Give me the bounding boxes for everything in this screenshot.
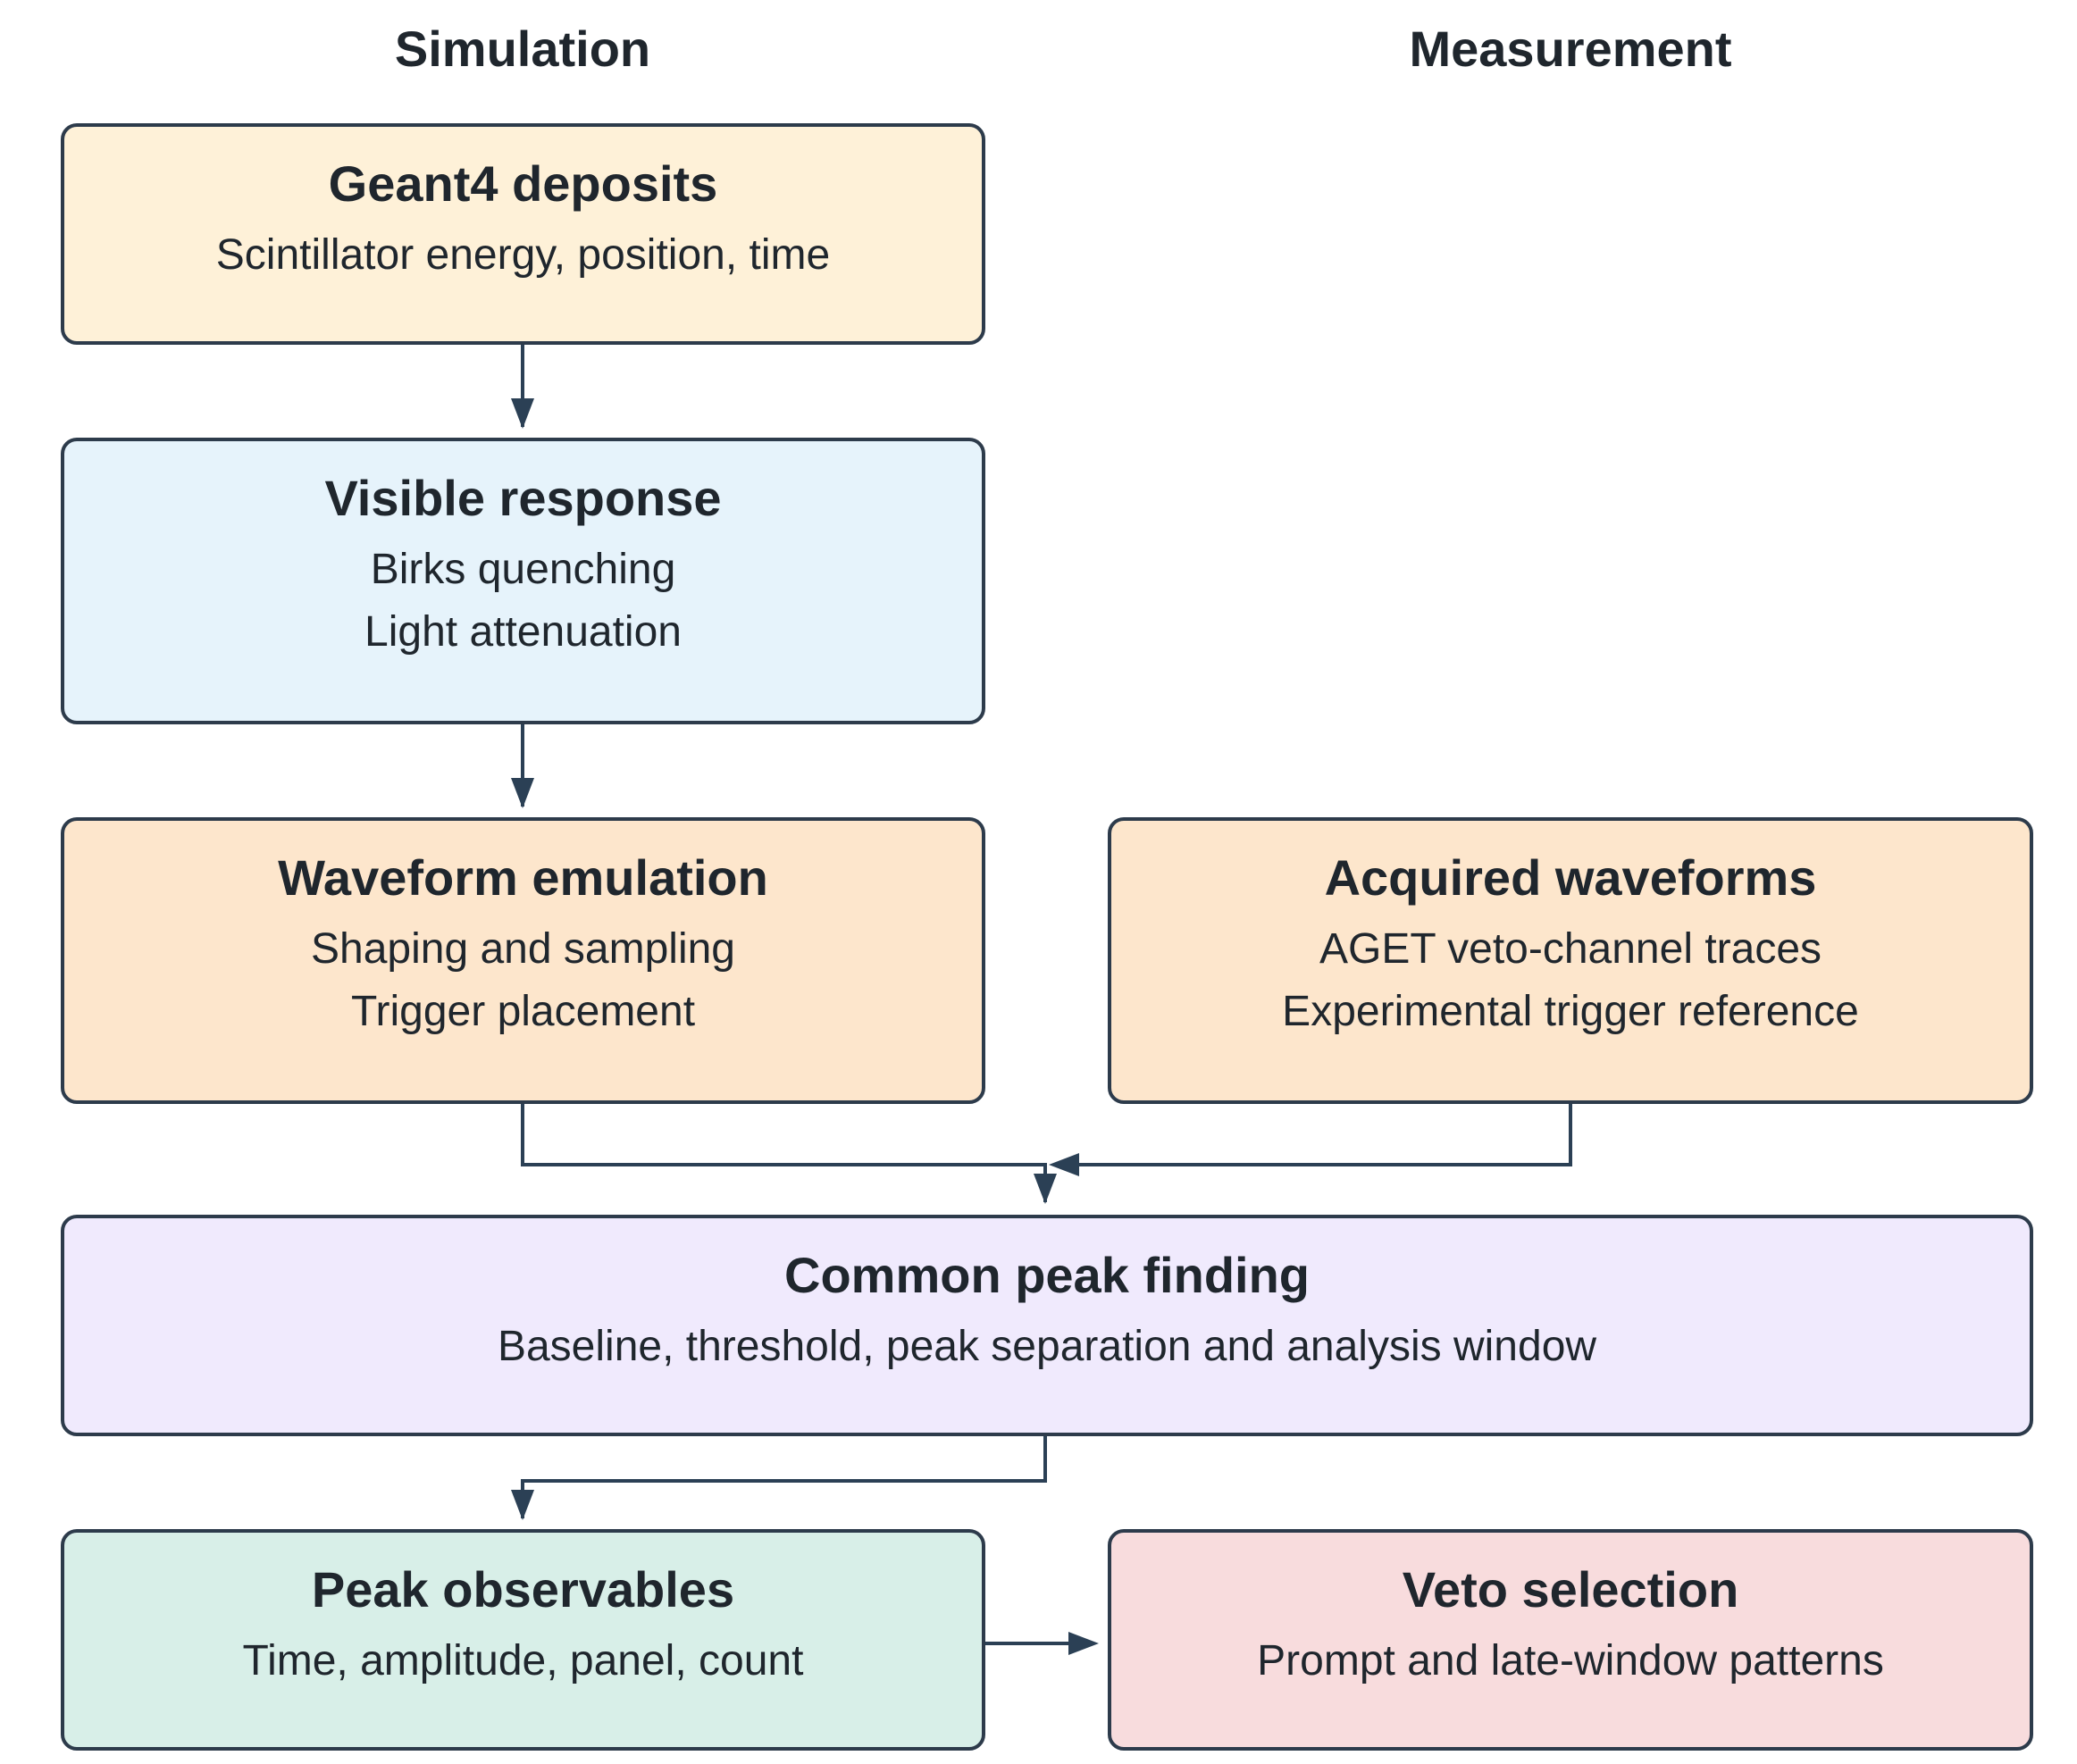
node-geant4-deposits: Geant4 deposits Scintillator energy, pos… bbox=[61, 123, 985, 345]
node-line: Baseline, threshold, peak separation and… bbox=[497, 1323, 1597, 1370]
node-line: Shaping and sampling bbox=[310, 925, 735, 973]
node-title: Acquired waveforms bbox=[1324, 849, 1817, 906]
node-line: Scintillator energy, position, time bbox=[215, 231, 831, 279]
arrowhead-geant4-to-visible bbox=[511, 398, 534, 429]
node-line: Prompt and late-window patterns bbox=[1257, 1637, 1884, 1685]
arrowhead-emulation-to-peakfinding bbox=[1034, 1174, 1057, 1204]
node-waveform-emulation: Waveform emulation Shaping and sampling … bbox=[61, 817, 985, 1104]
edge-emulation-to-peakfinding bbox=[521, 1104, 1047, 1202]
node-title: Veto selection bbox=[1402, 1561, 1739, 1618]
node-title: Waveform emulation bbox=[278, 849, 768, 906]
arrowhead-acquired-to-peakfinding bbox=[1049, 1153, 1079, 1176]
arrowhead-visible-to-emulation bbox=[511, 778, 534, 808]
node-line: AGET veto-channel traces bbox=[1319, 925, 1822, 973]
node-title: Peak observables bbox=[311, 1561, 735, 1618]
node-visible-response: Visible response Birks quenching Light a… bbox=[61, 438, 985, 724]
edge-acquired-to-peakfinding bbox=[1068, 1104, 1572, 1166]
node-line: Time, amplitude, panel, count bbox=[242, 1637, 804, 1685]
node-peak-observables: Peak observables Time, amplitude, panel,… bbox=[61, 1529, 985, 1751]
arrowhead-peakfinding-to-observables bbox=[511, 1490, 534, 1520]
column-header-measurement: Measurement bbox=[1409, 21, 1732, 77]
node-title: Visible response bbox=[324, 470, 722, 526]
node-line: Experimental trigger reference bbox=[1282, 988, 1859, 1035]
node-veto-selection: Veto selection Prompt and late-window pa… bbox=[1108, 1529, 2033, 1751]
arrowhead-observables-to-veto bbox=[1068, 1632, 1099, 1655]
node-line: Birks quenching bbox=[370, 546, 676, 593]
node-acquired-waveforms: Acquired waveforms AGET veto-channel tra… bbox=[1108, 817, 2033, 1104]
column-header-simulation: Simulation bbox=[394, 21, 651, 77]
node-title: Common peak finding bbox=[784, 1247, 1310, 1303]
node-line: Light attenuation bbox=[364, 608, 682, 656]
node-title: Geant4 deposits bbox=[328, 155, 718, 212]
node-common-peak-finding: Common peak finding Baseline, threshold,… bbox=[61, 1215, 2033, 1436]
edge-peakfinding-to-observables bbox=[521, 1436, 1047, 1518]
node-line: Trigger placement bbox=[350, 988, 696, 1035]
